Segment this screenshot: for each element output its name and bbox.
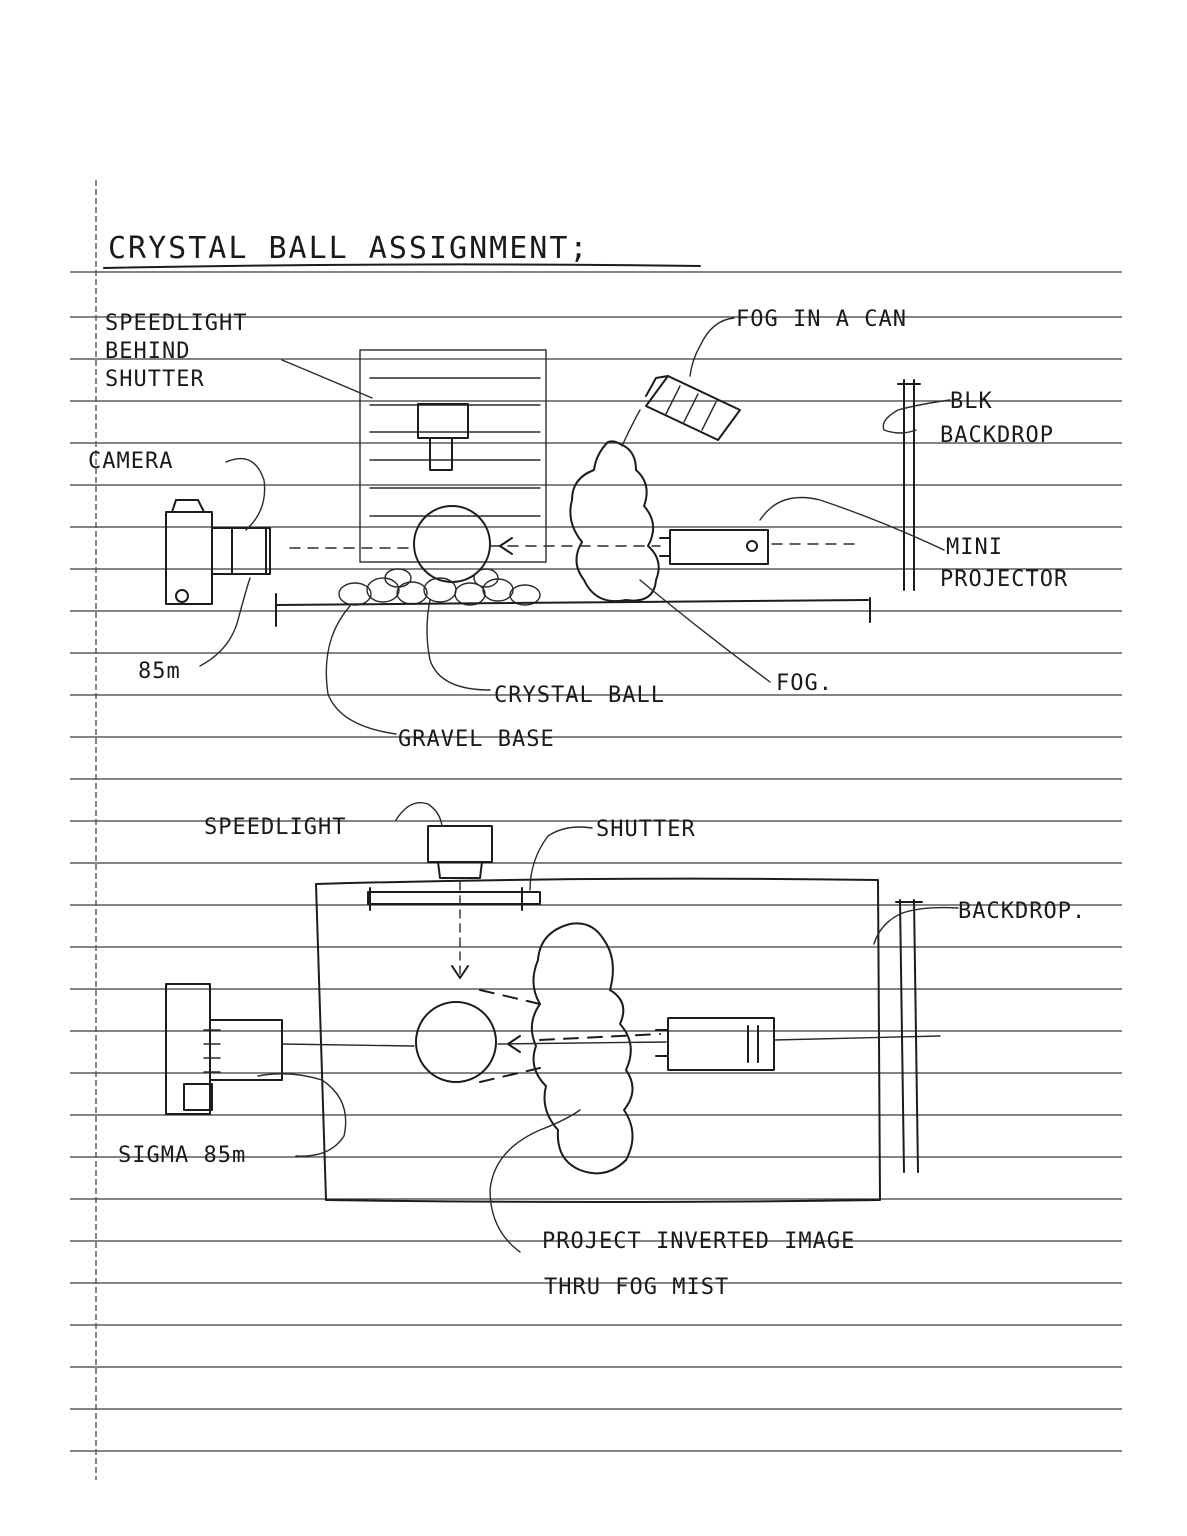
shutter-panel	[359, 349, 547, 563]
camera-icon	[165, 499, 271, 605]
leader-speedlight-top	[395, 802, 443, 827]
label-fog-can: FOG IN A CAN	[736, 307, 907, 332]
mini-projector-icon	[659, 529, 769, 565]
shutter-bar-icon	[367, 887, 541, 911]
label-crystal-ball: CRYSTAL BALL	[494, 683, 665, 708]
table-surface	[275, 593, 871, 627]
label-behind: BEHIND	[105, 339, 190, 364]
ruled-lines	[70, 271, 1122, 1452]
projection-beam-top	[281, 1035, 941, 1047]
label-fog: FOG.	[776, 671, 833, 696]
label-backdrop-2: BACKDROP	[940, 423, 1054, 448]
crystal-ball-top-icon	[415, 1001, 497, 1083]
table-outline	[315, 877, 881, 1203]
speedlight-icon	[417, 403, 469, 471]
projection-beam	[289, 543, 861, 549]
label-sigma-85: SIGMA 85m	[118, 1143, 246, 1168]
label-backdrop-1: BLK	[950, 389, 993, 414]
speedlight-top-icon	[427, 825, 493, 879]
label-gravel-base: GRAVEL BASE	[398, 727, 555, 752]
leader-backdrop-top	[873, 906, 959, 945]
label-speedlight-top: SPEEDLIGHT	[204, 815, 346, 840]
leader-lens	[199, 577, 251, 667]
label-mini: MINI	[946, 535, 1003, 560]
label-note-line1: PROJECT INVERTED IMAGE	[542, 1229, 855, 1254]
leader-speedlight	[281, 359, 373, 399]
label-backdrop-top: BACKDROP.	[958, 899, 1086, 924]
leader-shutter-top	[529, 826, 593, 891]
leader-projector	[759, 496, 945, 551]
camera-top-icon	[165, 983, 283, 1115]
fog-spray-line	[621, 409, 641, 447]
backdrop-stand-icon	[897, 379, 921, 591]
leader-camera	[225, 457, 266, 531]
projection-arrow-icon	[507, 1035, 521, 1053]
label-speedlight: SPEEDLIGHT	[105, 311, 247, 336]
fog-can-icon	[645, 375, 741, 441]
label-projector: PROJECTOR	[940, 567, 1068, 592]
beam-arrow-icon	[499, 537, 513, 555]
backdrop-top-icon	[895, 899, 923, 1173]
leader-fog-can	[689, 317, 735, 377]
beam-dashes	[479, 989, 661, 1083]
leader-fog-note	[489, 1109, 581, 1253]
leader-backdrop	[882, 399, 951, 434]
leader-crystal-ball	[426, 599, 491, 691]
leader-fog	[639, 579, 771, 683]
light-arrow-icon	[451, 965, 469, 979]
label-shutter: SHUTTER	[105, 367, 205, 392]
projector-top-icon	[655, 1017, 775, 1071]
leader-gravel	[325, 605, 397, 735]
page-title: CRYSTAL BALL ASSIGNMENT;	[108, 231, 589, 266]
side-view-diagram	[165, 317, 951, 735]
gravel-icon	[338, 568, 541, 606]
fog-cloud-icon	[569, 440, 660, 602]
label-lens-85: 85m	[138, 659, 181, 684]
label-camera: CAMERA	[88, 449, 173, 474]
label-shutter-top: SHUTTER	[596, 817, 696, 842]
fog-cloud-top-icon	[530, 922, 634, 1175]
label-note-line2: THRU FOG MIST	[544, 1275, 729, 1300]
title-underline	[103, 263, 701, 269]
leader-lens-top	[257, 1073, 347, 1157]
top-view-diagram	[165, 802, 959, 1253]
